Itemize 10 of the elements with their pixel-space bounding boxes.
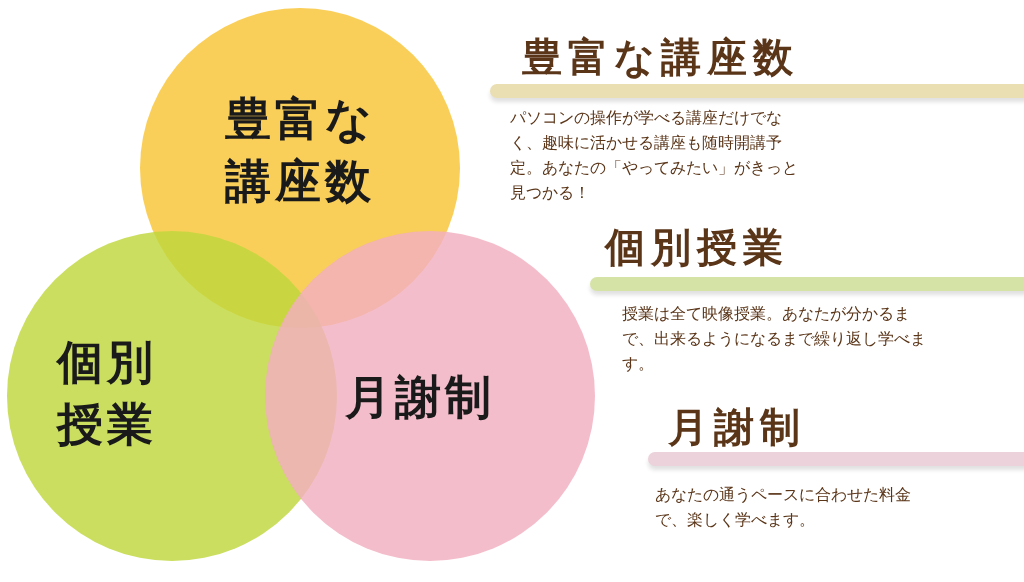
circle-label: 豊富な講座数 (223, 91, 377, 210)
description: 授業は全て映像授業。あなたが分かるまで、出来るようになるまで繰り返し学べます。 (622, 304, 927, 375)
circle-label: 月謝制 (344, 369, 496, 426)
description: あなたの通うペースに合わせた料金で、楽しく学べます。 (655, 485, 912, 531)
circle-label: 個別授業 (55, 334, 158, 453)
description: パソコンの操作が学べる講座だけでなく、趣味に活かせる講座も随時開講予定。あなたの「やってみたい」がきっと見つかる！ (510, 108, 799, 204)
venn-circle (265, 231, 595, 561)
heading: 月謝制 (668, 403, 806, 452)
heading: 豊富な講座数 (522, 33, 799, 82)
heading: 個別授業 (605, 223, 789, 272)
